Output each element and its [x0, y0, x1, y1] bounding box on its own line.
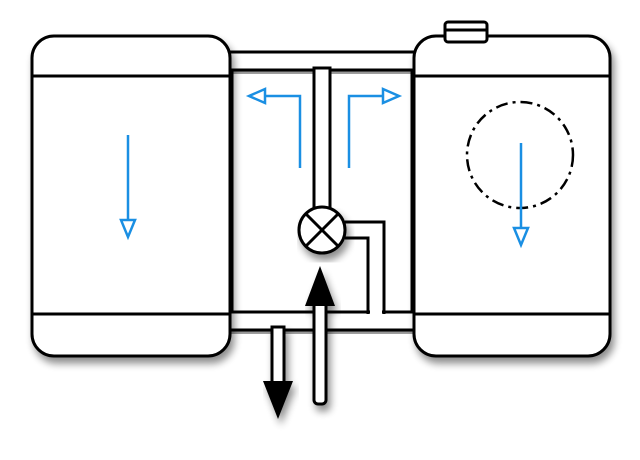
outlet-arrow [263, 325, 293, 419]
flow-arrow-top-left [245, 87, 302, 168]
riser-pipes [312, 66, 386, 314]
right-tank-cap [443, 20, 489, 44]
inlet-arrow [305, 266, 335, 406]
inner-pipe-walls [230, 70, 414, 312]
valve-icon [297, 205, 347, 255]
left-tank [30, 34, 232, 358]
flow-arrow-right-tank-down [512, 143, 530, 249]
right-tank [412, 34, 612, 358]
flow-arrow-left-tank-down [119, 135, 137, 241]
flow-arrow-top-right [347, 87, 403, 168]
